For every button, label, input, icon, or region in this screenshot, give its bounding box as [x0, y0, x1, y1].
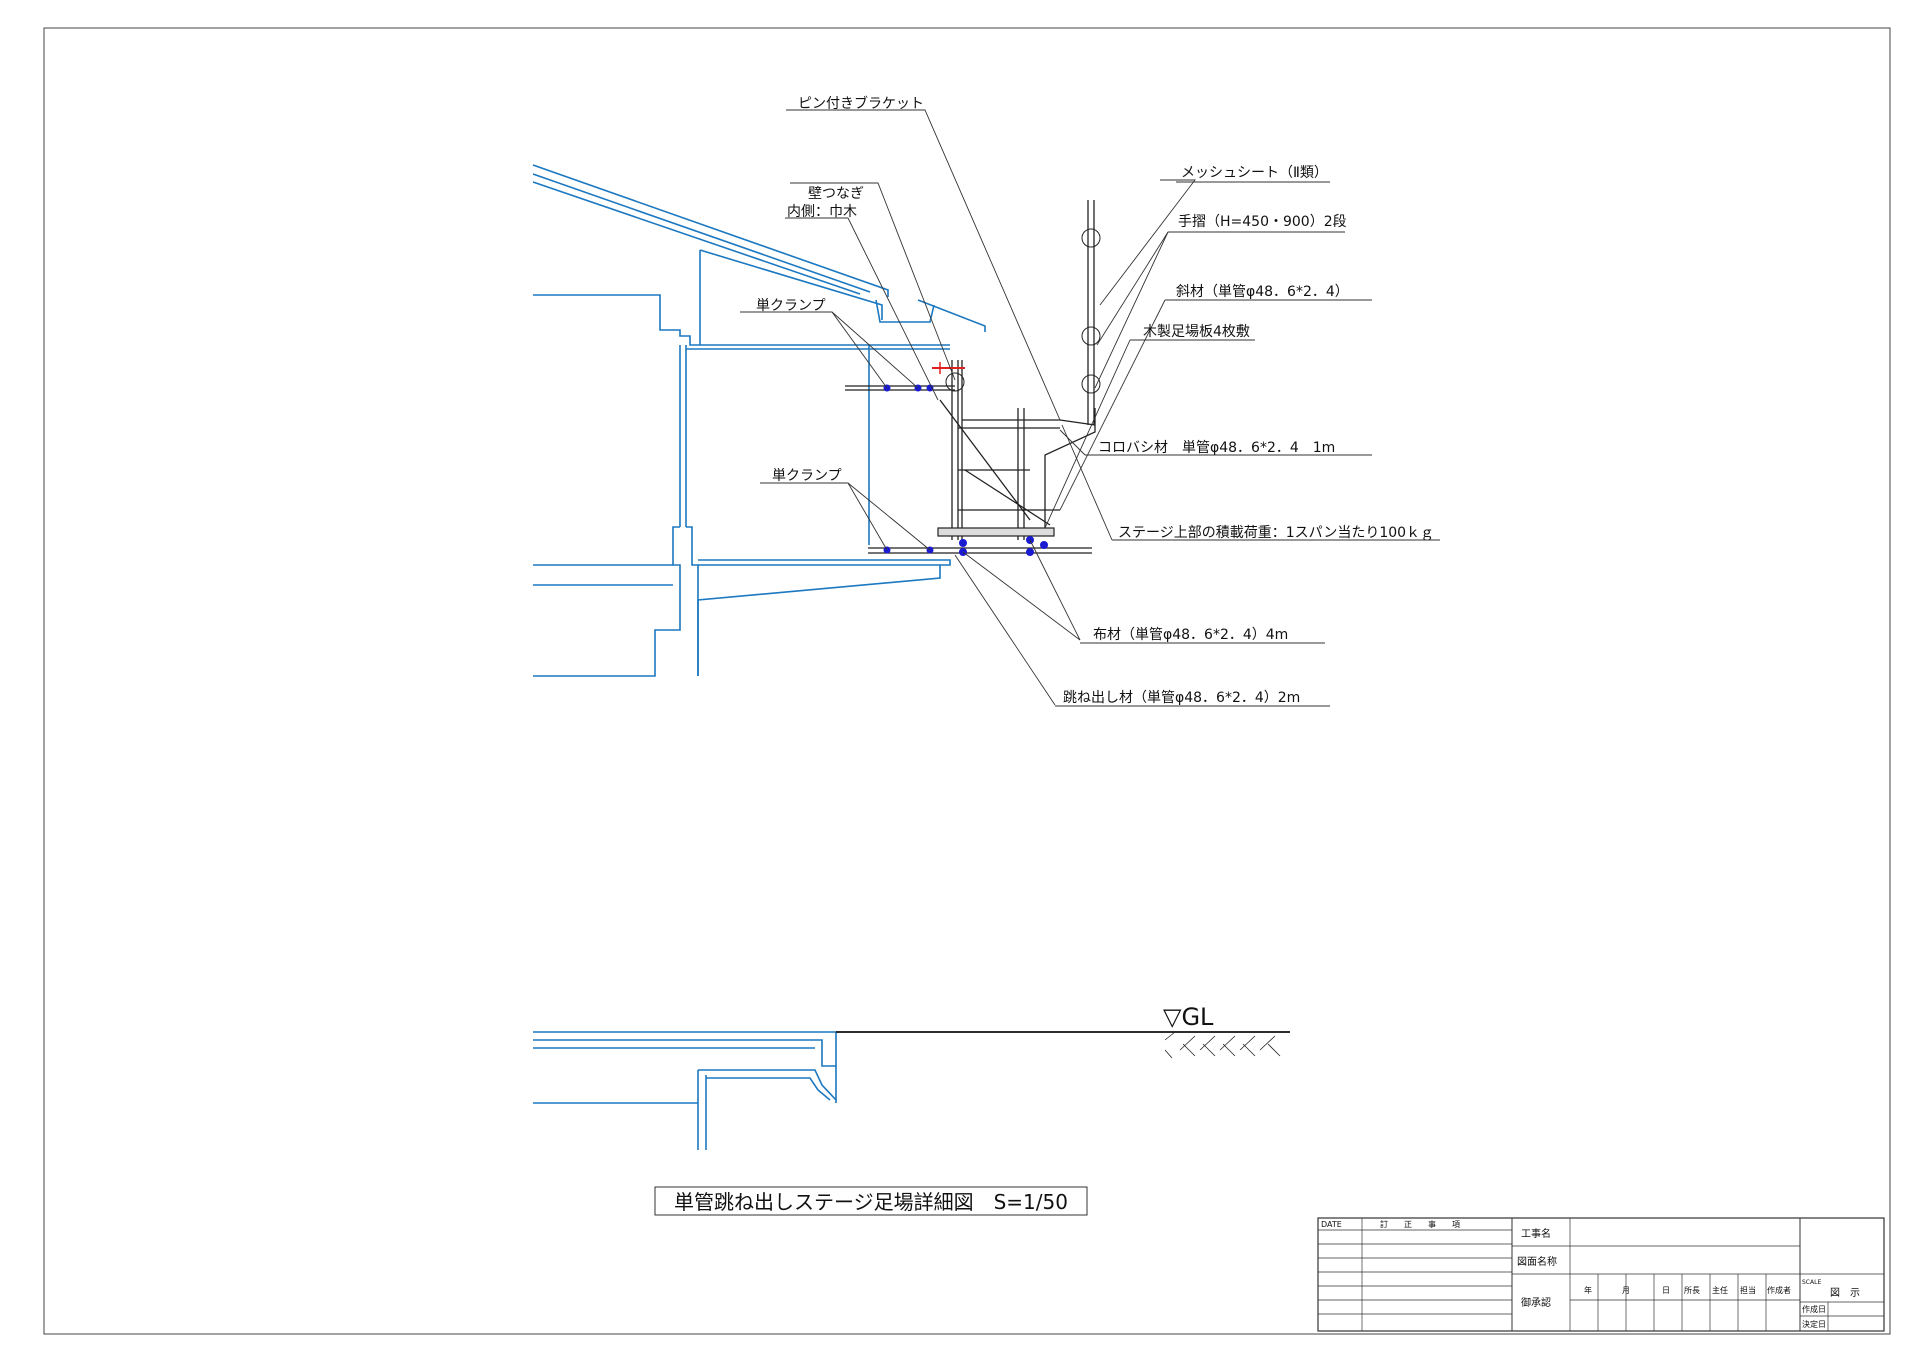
tb-director: 所長: [1684, 1285, 1700, 1295]
leader-korobashi: [1059, 429, 1086, 456]
basement-step: [830, 1031, 837, 1066]
eave-gutter: [875, 299, 935, 323]
label-stage-load: ステージ上部の積載荷重：1スパン当たり100ｋｇ: [1118, 525, 1434, 541]
tb-scale-label: SCALE: [1802, 1279, 1821, 1286]
floor-column-left: [533, 526, 681, 677]
roof-line-lower: [532, 181, 861, 295]
label-diagonal: 斜材（単管φ48．6*2．4）: [1176, 284, 1349, 300]
gl-label: ▽GL: [1163, 1003, 1214, 1031]
leader-diagonal: [1059, 299, 1166, 511]
roof-inner-line: [699, 249, 883, 320]
tb-decided-date: 決定日: [1802, 1319, 1826, 1329]
label-single-clamp-lower: 単クランプ: [772, 468, 842, 484]
drawing-title-box: [654, 1186, 1088, 1216]
tb-date-header: DATE: [1321, 1220, 1342, 1229]
leader-clamp-upper-a: [740, 311, 888, 389]
leader-hanedashi: [954, 554, 1056, 706]
drawing-title: 単管跳ね出しステージ足場詳細図 S=1/50: [674, 1190, 1068, 1214]
tb-month: 月: [1622, 1286, 1630, 1295]
leader-clamp-lower-a: [760, 482, 888, 551]
diagonal-brace-lower: [964, 469, 1051, 526]
leader-lines: [740, 109, 1196, 706]
clamp-stage-5: [1040, 541, 1048, 549]
eave-tip: [917, 299, 986, 332]
leader-pin-bracket: [786, 109, 1061, 421]
label-pin-bracket: ピン付きブラケット: [798, 95, 924, 112]
label-wood-board: 木製足場板4枚敷: [1143, 324, 1250, 340]
scaffold: [845, 200, 1101, 556]
ground-level: ▽GL: [533, 1003, 1290, 1150]
label-single-clamp-upper: 単クランプ: [756, 298, 826, 314]
label-mesh-sheet: メッシュシート（Ⅱ類）: [1181, 165, 1328, 181]
leader-handrail-b: [1094, 231, 1169, 389]
title-block-frame: [1317, 1217, 1885, 1332]
leader-handrail-a: [1096, 231, 1169, 346]
tb-chief: 主任: [1712, 1285, 1728, 1295]
building-section: [532, 164, 986, 677]
label-hanedashi: 跳ね出し材（単管φ48．6*2．4）2m: [1063, 690, 1300, 706]
drawing-frame: [43, 27, 1891, 1335]
clamp-upper-3: [926, 384, 934, 392]
floor-column-right: [686, 526, 699, 676]
diagonal-brace: [939, 399, 1031, 521]
roof-line-mid: [532, 173, 871, 293]
upper-floor-line: [533, 294, 950, 346]
handrail-joint-top: [1081, 228, 1101, 248]
basement-line-5: [698, 1069, 837, 1103]
tb-revision-header: 訂 正 事 項: [1380, 1219, 1460, 1229]
label-wall-tie: 壁つなぎ: [808, 186, 864, 202]
tb-drawing-name-label: 図面名称: [1517, 1255, 1557, 1268]
tb-project-name-label: 工事名: [1521, 1227, 1551, 1240]
leader-inner-skirting: [785, 217, 939, 401]
tb-drafter: 作成者: [1767, 1285, 1791, 1295]
leader-clamp-lower-b: [847, 482, 931, 551]
label-korobashi: コロバシ材 単管φ48．6*2．4 1m: [1098, 440, 1335, 456]
label-inner-skirting: 内側：巾木: [787, 204, 857, 220]
wall-tie-joint: [945, 372, 965, 392]
label-nunozai: 布材（単管φ48．6*2．4）4m: [1093, 627, 1288, 643]
leader-mesh-sheet: [1099, 179, 1196, 306]
roof-line-upper: [532, 164, 889, 297]
basement-line-2: [533, 1039, 837, 1100]
leader-nunozai-b: [962, 551, 1081, 641]
leader-wood-board: [1044, 339, 1131, 529]
tb-person-in-charge: 担当: [1740, 1285, 1756, 1295]
handrail-joint-low: [1081, 374, 1101, 394]
leader-stage-load: [1061, 424, 1113, 541]
leader-nunozai-a: [1029, 539, 1081, 641]
leader-clamp-upper-b: [831, 311, 919, 389]
tb-scale-value: 図 示: [1830, 1287, 1860, 1299]
handrail-joint-mid: [1081, 326, 1101, 346]
tb-created-date: 作成日: [1802, 1304, 1826, 1314]
label-underlines: [1055, 181, 1440, 707]
floor-slab-balcony: [697, 559, 951, 676]
tb-day: 日: [1662, 1286, 1670, 1295]
stage-platform: [937, 527, 1055, 537]
tb-year: 年: [1584, 1285, 1592, 1295]
tb-approval-label: 御承認: [1521, 1296, 1551, 1309]
leader-wall-tie: [790, 182, 956, 381]
basement-line-6: [706, 1077, 831, 1101]
annotations: ピン付きブラケット 壁つなぎ 内側：巾木 単クランプ 単クランプ メッシュシート…: [756, 95, 1434, 706]
title-block: DATE 訂 正 事 項 工事名 図面名称 御承認 年 月 日 所長 主任 担当…: [1317, 1217, 1885, 1332]
clamp-stage-4: [1026, 548, 1034, 556]
clamp-stage-1: [959, 539, 967, 547]
ground-hatching: [1164, 1031, 1281, 1059]
label-handrail: 手摺（H=450・900）2段: [1178, 214, 1347, 230]
